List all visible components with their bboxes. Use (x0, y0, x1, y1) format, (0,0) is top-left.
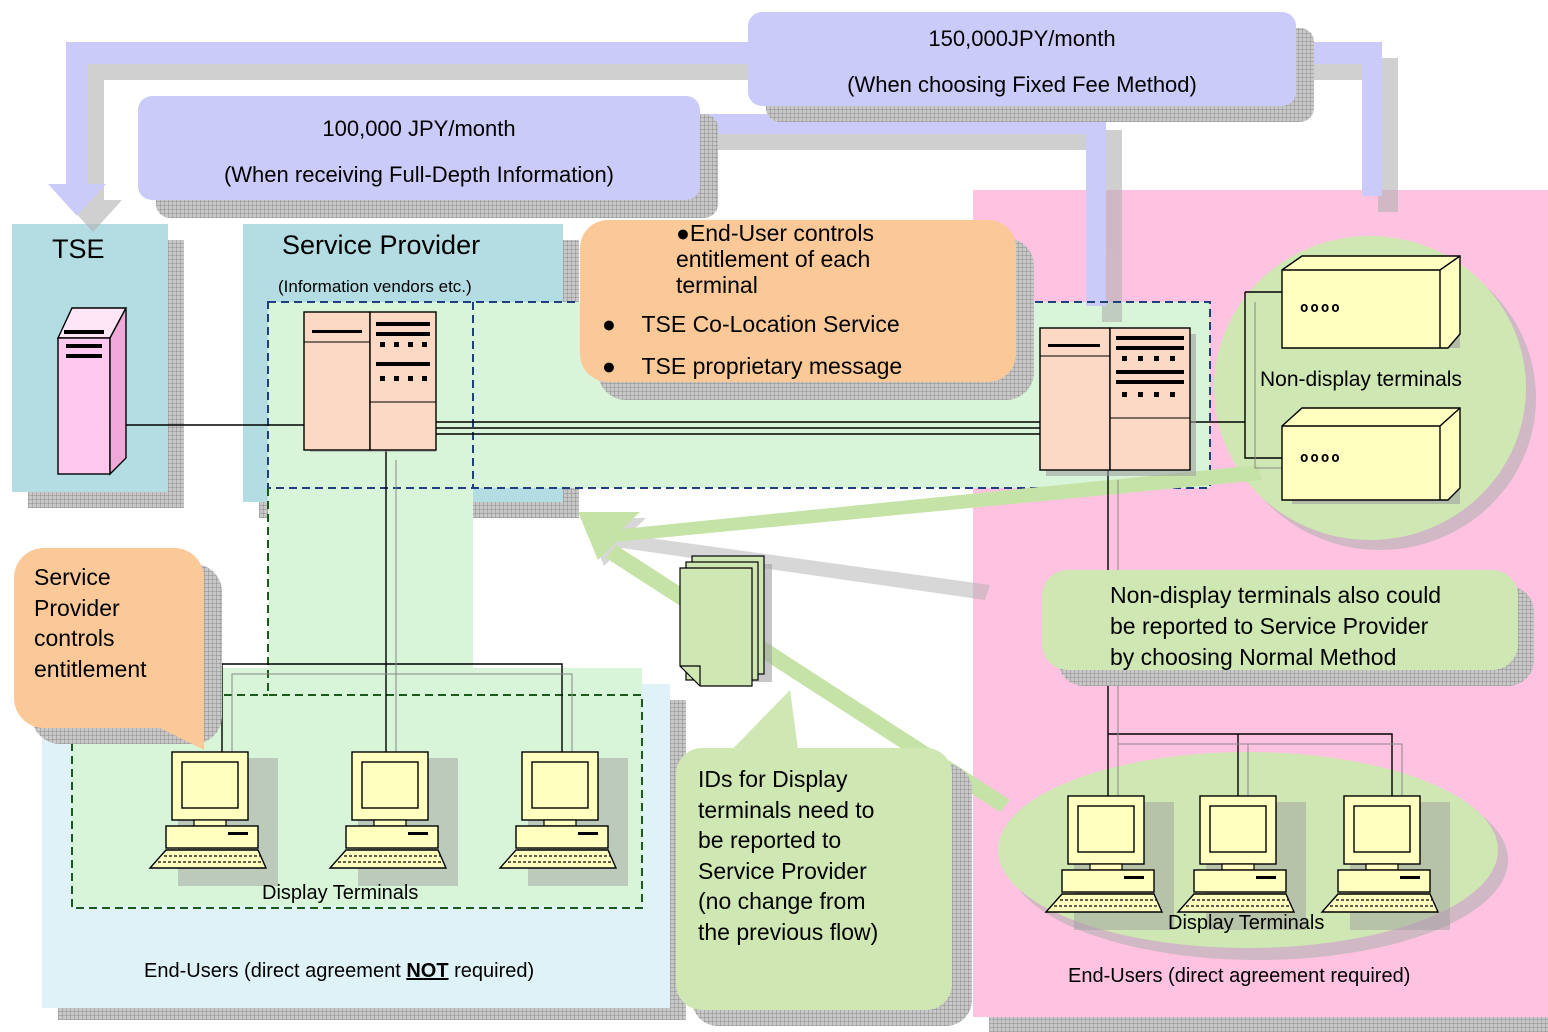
left-computer-2 (328, 751, 458, 886)
non-display-led-2: oooo (1300, 450, 1342, 466)
right-computer-1 (1044, 795, 1174, 930)
non-display-label: Non-display terminals (1260, 368, 1462, 391)
fixed-fee-bubble (748, 12, 1296, 106)
non-display-terminal-2 (1281, 407, 1461, 504)
tse-label: TSE (52, 234, 105, 264)
right-display-label: Display Terminals (1168, 912, 1325, 934)
sp-callout (14, 548, 204, 728)
sp-entitlement-area (268, 488, 473, 668)
service-provider-sublabel: (Information vendors etc.) (278, 277, 472, 296)
end-user-bullet-2: ● TSE proprietary message (602, 353, 903, 379)
end-user-server (1039, 327, 1111, 471)
end-user-callout-title: ●End-User controls entitlement of each t… (676, 220, 874, 298)
green-arrow-non-display (578, 465, 1262, 560)
fixed-fee-amount: 150,000JPY/month (928, 26, 1116, 51)
full-depth-bubble (138, 96, 700, 200)
left-display-label: Display Terminals (262, 882, 419, 904)
ids-note (676, 748, 952, 1010)
full-depth-condition: (When receiving Full-Depth Information) (223, 162, 615, 187)
tse-server (57, 337, 111, 475)
fixed-fee-condition: (When choosing Fixed Fee Method) (847, 72, 1197, 97)
left-computer-1 (148, 751, 278, 886)
non-display-led-1: oooo (1300, 300, 1342, 316)
right-computer-3 (1320, 795, 1450, 930)
service-provider-label: Service Provider (282, 230, 481, 260)
id-documents-icon (679, 555, 772, 687)
computer-icons (148, 751, 1450, 930)
left-computer-3 (498, 751, 628, 886)
end-user-callout (580, 220, 1016, 382)
left-end-users-caption: End-Users (direct agreement NOT required… (144, 960, 535, 982)
right-end-users-caption: End-Users (direct agreement required) (1068, 965, 1411, 987)
non-display-note (1042, 570, 1518, 670)
full-depth-amount: 100,000 JPY/month (322, 116, 516, 141)
right-computer-2 (1176, 795, 1306, 930)
end-user-bullet-1: ● TSE Co-Location Service (602, 311, 900, 337)
non-display-terminal-1 (1281, 255, 1461, 349)
